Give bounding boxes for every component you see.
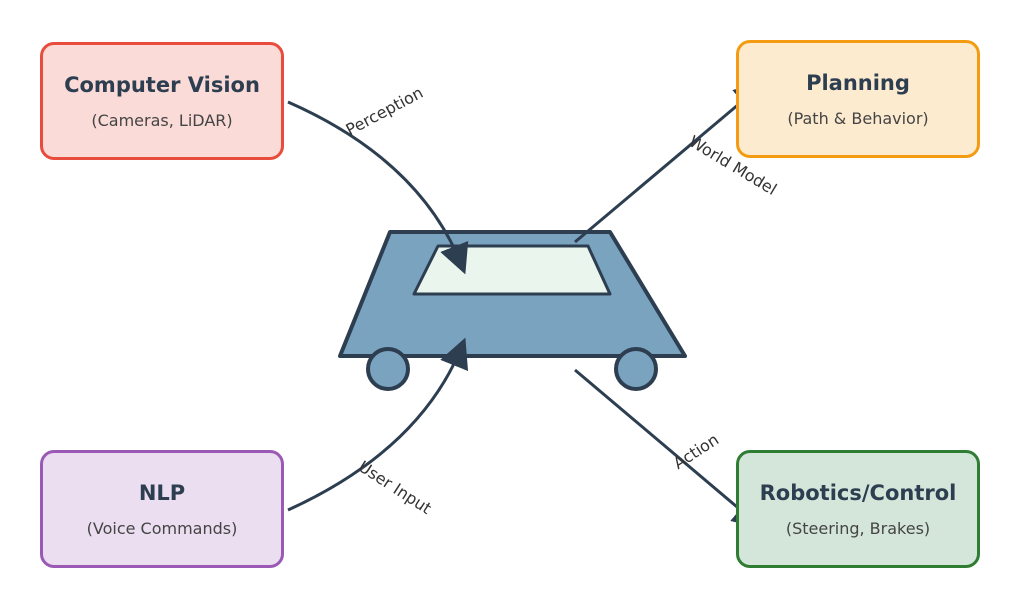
user-input-arrow: [287, 337, 469, 512]
computer-vision-subtitle: (Cameras, LiDAR): [91, 110, 233, 130]
car-windshield: [412, 244, 612, 296]
nlp-node: NLP (Voice Commands): [40, 450, 284, 568]
robotics-control-node: Robotics/Control (Steering, Brakes): [736, 450, 980, 568]
car-wheel-left: [366, 347, 410, 391]
nlp-title: NLP: [138, 480, 186, 505]
planning-node: Planning (Path & Behavior): [736, 40, 980, 158]
user-input-label: User Input: [355, 457, 435, 518]
planning-subtitle: (Path & Behavior): [787, 108, 929, 128]
perception-arrow: [287, 100, 469, 275]
planning-title: Planning: [806, 70, 910, 95]
car: [338, 230, 687, 391]
nlp-subtitle: (Voice Commands): [86, 518, 238, 538]
robotics-control-subtitle: (Steering, Brakes): [785, 518, 931, 538]
robotics-control-title: Robotics/Control: [759, 480, 957, 505]
perception-label: Perception: [343, 83, 427, 139]
action-arrow: [574, 368, 763, 529]
computer-vision-node: Computer Vision (Cameras, LiDAR): [40, 42, 284, 160]
action-label: Action: [670, 430, 722, 473]
car-wheel-right: [614, 347, 658, 391]
world-model-arrow: [574, 82, 765, 244]
computer-vision-title: Computer Vision: [64, 72, 260, 97]
